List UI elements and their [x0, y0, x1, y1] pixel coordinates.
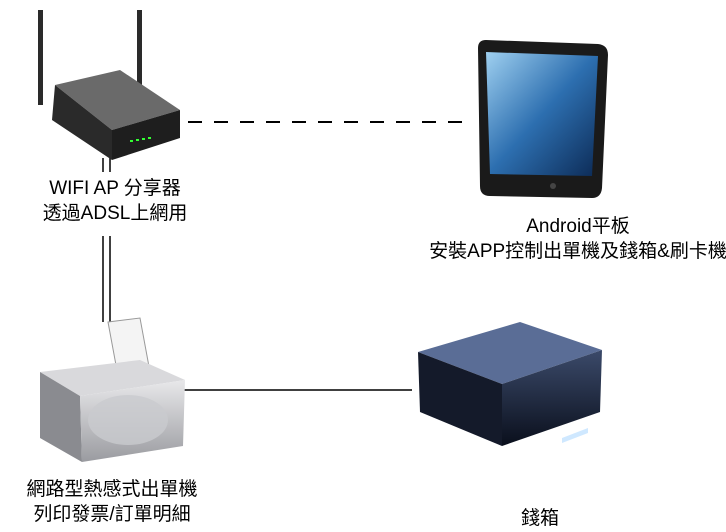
android-tablet-icon: [478, 40, 608, 198]
wifi-router-icon: [38, 10, 180, 160]
printer-label-line2: 列印發票/訂單明細: [33, 504, 191, 525]
router-label-line1: WIFI AP 分享器: [49, 178, 181, 199]
cashbox-label-line1: 錢箱: [520, 508, 560, 529]
network-cable-link: [102, 158, 111, 322]
tablet-label-line1: Android平板: [526, 216, 630, 237]
cashbox-label: 錢箱: [521, 506, 559, 531]
cash-drawer-icon: [418, 322, 602, 446]
tablet-label-line2: 安裝APP控制出單機及錢箱&刷卡機: [429, 241, 726, 262]
tablet-label: Android平板 安裝APP控制出單機及錢箱&刷卡機: [429, 214, 726, 264]
thermal-printer-icon: [40, 317, 185, 462]
printer-label-line1: 網路型熱感式出單機: [26, 479, 198, 500]
router-label-line2: 透過ADSL上網用: [42, 203, 188, 224]
printer-label: 網路型熱感式出單機 列印發票/訂單明細: [26, 477, 197, 527]
router-label: WIFI AP 分享器 透過ADSL上網用: [43, 176, 188, 226]
